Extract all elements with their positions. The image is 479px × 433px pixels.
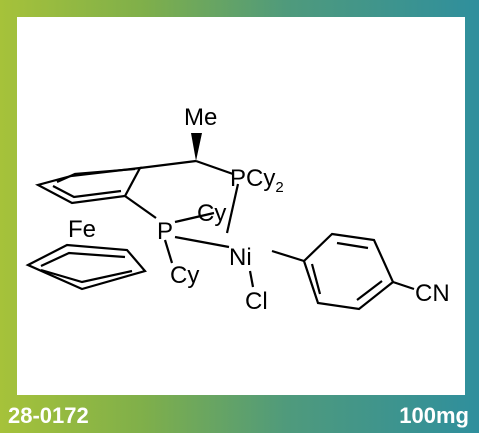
- atom-label-cy-upper: Cy: [197, 200, 226, 227]
- atom-label-pcy2: PCy2: [230, 165, 284, 196]
- benzene-double-3: [310, 263, 322, 295]
- atom-label-phosphorus: P: [157, 218, 173, 245]
- bond-pcy2-to-ni: [225, 183, 240, 234]
- atom-label-chlorine: Cl: [245, 288, 268, 315]
- benzene-outer: [302, 232, 395, 311]
- bond-p-to-cy-lower: [163, 239, 174, 264]
- upper-cp-inner-front: [52, 185, 122, 199]
- benzene-ring: [302, 232, 395, 311]
- atom-label-iron: Fe: [68, 216, 96, 243]
- bond-p-to-ni: [174, 235, 230, 249]
- catalog-number: 28-0172: [8, 403, 89, 428]
- bond-ni-to-aryl: [271, 249, 305, 263]
- lower-cp-outer: [25, 243, 147, 291]
- bond-p-to-cy-upper: [174, 211, 215, 224]
- benzene-double-1: [336, 241, 369, 250]
- bonds: [124, 159, 415, 291]
- lower-cp-inner-front: [40, 268, 133, 284]
- lower-cp-inner-back: [40, 251, 126, 267]
- chemical-structure-diagram: Me PCy2 Fe P Cy Cy Ni Cl CN: [25, 104, 450, 315]
- bond-stereocenter-to-pcy2: [195, 159, 234, 176]
- bond-cp-to-p: [124, 195, 157, 219]
- lower-cp-ring: [25, 243, 147, 291]
- atom-label-cy-lower: Cy: [170, 262, 199, 289]
- benzene-double-2: [356, 280, 383, 301]
- atom-label-nickel: Ni: [229, 244, 252, 271]
- bond-cp-to-stereocenter: [139, 159, 197, 170]
- upper-cp-inner-back: [56, 167, 136, 184]
- atom-label-methyl: Me: [184, 104, 217, 131]
- atom-label-nitrile: CN: [415, 280, 450, 307]
- package-quantity: 100mg: [399, 403, 469, 428]
- bond-aryl-to-cn: [392, 280, 415, 291]
- wedge-bond-methyl: [191, 133, 202, 161]
- upper-cp-ring: [35, 166, 142, 205]
- bond-ni-to-cl: [248, 270, 255, 288]
- structure-panel: Me PCy2 Fe P Cy Cy Ni Cl CN: [17, 17, 465, 395]
